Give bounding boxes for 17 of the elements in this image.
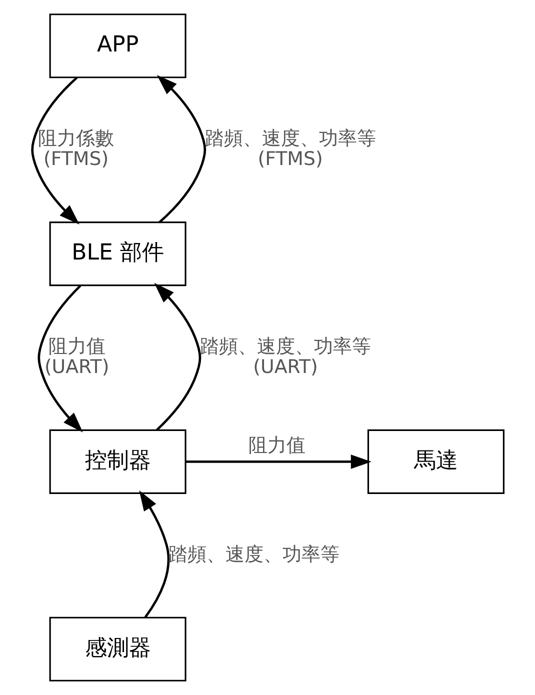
arrow xyxy=(37,284,82,432)
node-box: BLE 部件 xyxy=(48,222,186,286)
node-box: APP xyxy=(48,14,186,78)
arrow xyxy=(156,74,206,224)
edge-label: 踏頻、速度、功率等 (UART) xyxy=(200,335,371,378)
node-box: 控制器 xyxy=(48,429,186,494)
node-box: 馬達 xyxy=(366,429,504,494)
arrow xyxy=(154,282,201,431)
edge-label: 踏頻、速度、功率等 xyxy=(168,543,340,566)
edge-label: 阻力係數 (FTMS) xyxy=(38,127,114,170)
arrow xyxy=(30,76,79,225)
arrow xyxy=(186,454,371,469)
arrow xyxy=(138,490,170,618)
edge-label: 阻力值 xyxy=(248,434,305,457)
edge-label: 踏頻、速度、功率等 (FTMS) xyxy=(204,127,376,170)
node-box: 感測器 xyxy=(48,616,186,682)
edge-label: 阻力值 (UART) xyxy=(44,335,109,378)
